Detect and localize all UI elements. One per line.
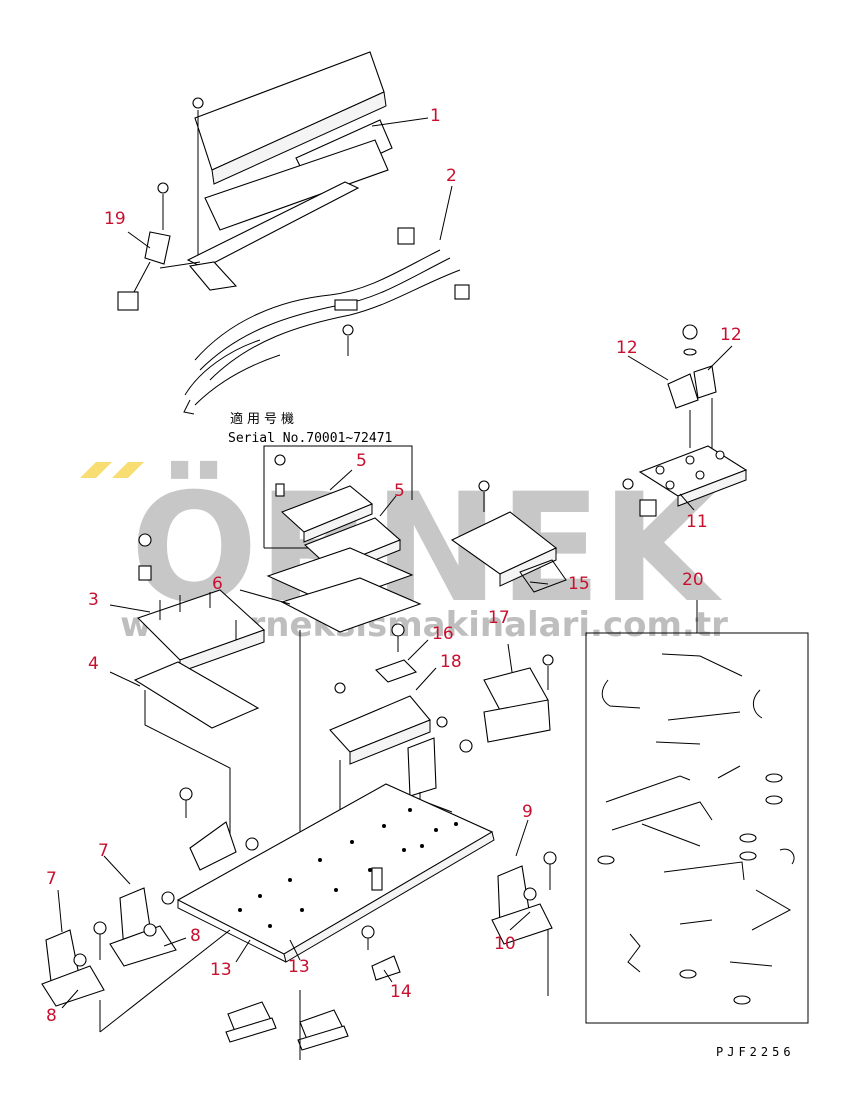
part-19-resistor xyxy=(117,182,201,311)
part-14-bracket xyxy=(361,925,401,981)
part-1-cover xyxy=(186,51,393,291)
callout-9: 9 xyxy=(522,802,533,822)
serial-label-jp: 適用号機 xyxy=(230,411,298,427)
callouts: 1 2 3 4 5 5 6 7 7 8 8 9 10 11 12 12 13 1… xyxy=(46,106,742,1026)
part-11-terminal-block xyxy=(622,324,748,517)
part-9-switch-right xyxy=(491,851,557,996)
base-plate xyxy=(99,783,495,1033)
part-20-bar-set xyxy=(585,600,809,1024)
callout-4: 4 xyxy=(88,654,99,674)
serial-label: Serial No.70001~72471 xyxy=(228,431,392,446)
part-7-switch-left xyxy=(41,921,107,1007)
watermark-accent-left xyxy=(80,462,112,478)
part-16-bar xyxy=(374,623,418,683)
part-7-switch-center xyxy=(109,887,177,967)
callout-13b: 13 xyxy=(288,957,310,977)
part-3-module xyxy=(136,533,266,673)
callout-2: 2 xyxy=(446,166,457,186)
callout-18: 18 xyxy=(440,652,462,672)
part-18-module xyxy=(329,682,431,850)
watermark-accent-right xyxy=(112,462,144,478)
part-13-relay xyxy=(225,990,349,1060)
callout-8a: 8 xyxy=(46,1006,57,1026)
part-2-harness xyxy=(183,227,470,415)
leader-lines xyxy=(57,117,733,1009)
part-6-plate xyxy=(266,547,422,880)
callout-17: 17 xyxy=(488,608,510,628)
callout-7b: 7 xyxy=(98,841,109,861)
callout-1: 1 xyxy=(430,106,441,126)
callout-12a: 12 xyxy=(616,338,638,358)
part-15-module xyxy=(450,480,567,593)
callout-14: 14 xyxy=(390,982,412,1002)
callout-5b: 5 xyxy=(394,481,405,501)
callout-7a: 7 xyxy=(46,869,57,889)
callout-20: 20 xyxy=(682,570,704,590)
callout-19: 19 xyxy=(104,209,126,229)
callout-3: 3 xyxy=(88,590,99,610)
callout-15: 15 xyxy=(568,574,590,594)
drawing-code: PJF2256 xyxy=(716,1045,795,1059)
callout-5a: 5 xyxy=(356,451,367,471)
bracket-left-center xyxy=(179,787,259,871)
part-4-plate xyxy=(133,661,260,840)
callout-6: 6 xyxy=(212,574,223,594)
callout-13a: 13 xyxy=(210,960,232,980)
callout-10: 10 xyxy=(494,934,516,954)
callout-11: 11 xyxy=(686,512,708,532)
callout-8b: 8 xyxy=(190,926,201,946)
callout-16: 16 xyxy=(432,624,454,644)
part-17-relay xyxy=(483,654,554,743)
callout-12b: 12 xyxy=(720,325,742,345)
